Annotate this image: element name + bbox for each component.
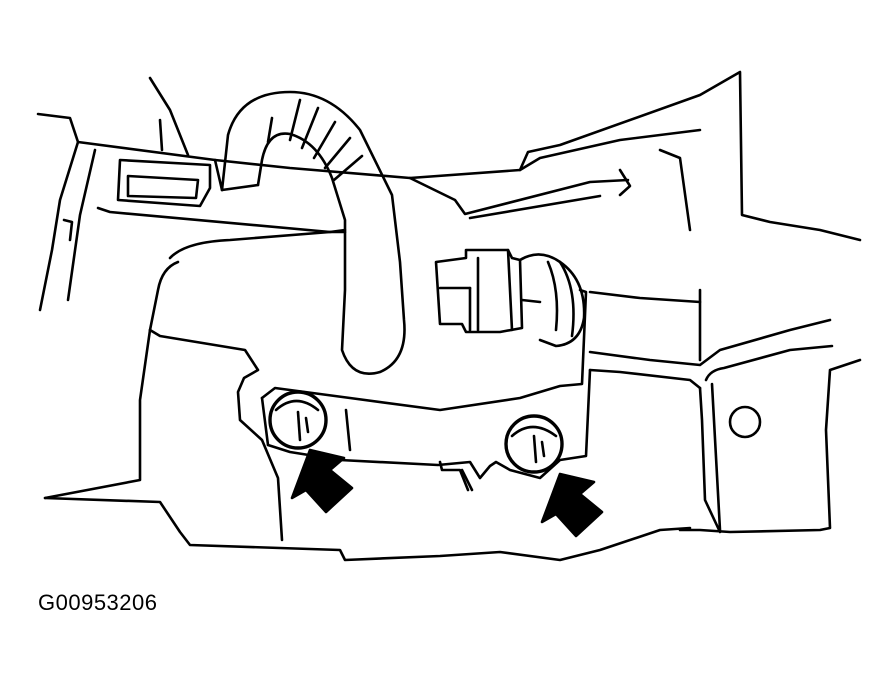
mounting-bolt-right <box>504 414 564 474</box>
plug-fitting <box>728 405 762 439</box>
electrical-connector <box>434 248 586 348</box>
arrow-left-bolt-icon <box>290 448 354 514</box>
arrow-right-bolt-icon <box>540 472 604 538</box>
upper-body-panel <box>36 70 862 312</box>
mounting-bracket <box>148 230 592 542</box>
mounting-bolt-left <box>268 390 328 450</box>
lower-housing <box>43 288 862 562</box>
hose <box>213 90 406 375</box>
figure-id-label: G00953206 <box>38 590 158 615</box>
